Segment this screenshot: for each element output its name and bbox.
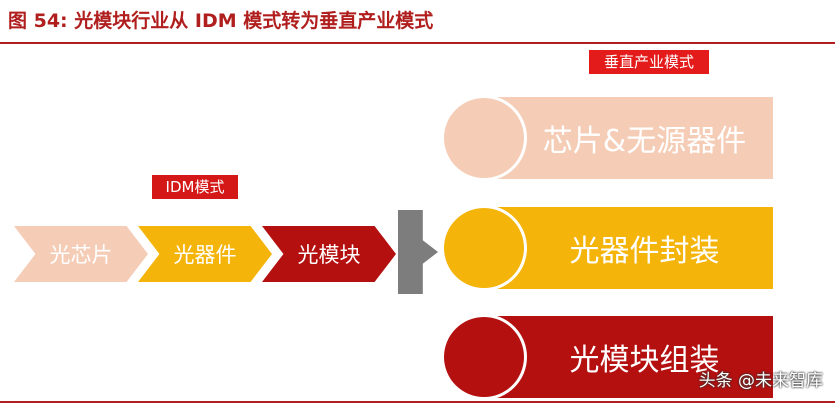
title-divider bbox=[0, 42, 835, 44]
vertical-row-circle-2 bbox=[444, 208, 524, 288]
bottom-divider bbox=[0, 401, 835, 403]
vertical-row-chip-passive: 芯片&无源器件 bbox=[486, 97, 773, 179]
transition-arrow-icon bbox=[398, 210, 438, 294]
watermark: 头条 @未来智库 bbox=[698, 371, 823, 391]
idm-step-optical-device: 光器件 bbox=[138, 226, 272, 282]
vertical-row-device-packaging: 光器件封装 bbox=[486, 207, 773, 289]
idm-step-optical-module: 光模块 bbox=[262, 226, 396, 282]
figure-title: 图 54: 光模块行业从 IDM 模式转为垂直产业模式 bbox=[8, 10, 434, 32]
vertical-row-circle-1 bbox=[444, 98, 524, 178]
idm-step-optical-chip: 光芯片 bbox=[14, 226, 148, 282]
vertical-row-circle-3 bbox=[444, 317, 524, 397]
idm-mode-tag: IDM模式 bbox=[152, 175, 238, 199]
vertical-mode-tag: 垂直产业模式 bbox=[589, 50, 709, 74]
vertical-row-module-assembly: 光模块组装 bbox=[486, 316, 773, 398]
